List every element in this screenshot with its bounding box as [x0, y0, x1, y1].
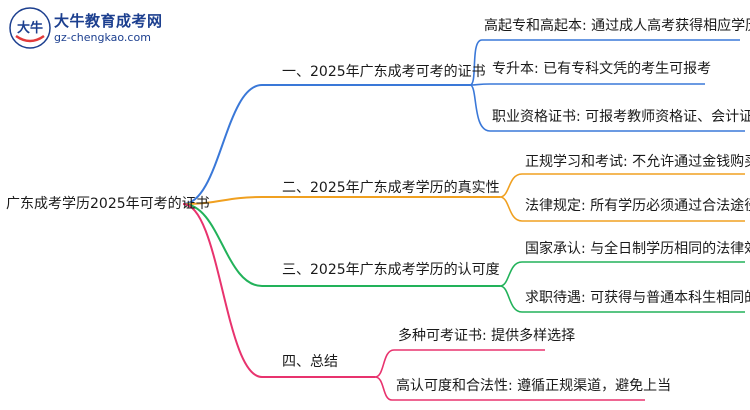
- connector-branch-1: [182, 84, 470, 205]
- logo-mark-text: 大牛: [17, 20, 43, 36]
- leaf-4-2: 高认可度和合法性: 遵循正规渠道，避免上当: [396, 378, 672, 394]
- connector-leaf-3-2: [499, 285, 745, 313]
- leaf-2-2: 法律规定: 所有学历必须通过合法途径获得: [525, 198, 750, 214]
- leaf-4-1: 多种可考证书: 提供多样选择: [398, 328, 576, 344]
- connector-branch-2: [182, 196, 500, 205]
- leaf-2-1: 正规学习和考试: 不允许通过金钱购买学历: [525, 154, 750, 170]
- leaf-1-3: 职业资格证书: 可报考教师资格证、会计证等: [492, 109, 750, 125]
- connector-leaf-2-2: [499, 196, 745, 222]
- branch-4-label: 四、总结: [282, 354, 338, 370]
- connector-leaf-1-3: [469, 84, 745, 132]
- logo-mark-icon: 大牛: [9, 7, 51, 49]
- branch-2-label: 二、2025年广东成考学历的真实性: [282, 180, 500, 196]
- leaf-1-1: 高起专和高起本: 通过成人高考获得相应学历: [484, 18, 750, 34]
- connector-leaf-4-1: [374, 349, 545, 378]
- connector-leaf-4-2: [374, 376, 645, 401]
- connector-leaf-1-2: [469, 83, 705, 86]
- connector-branch-3: [182, 203, 500, 287]
- branch-1-label: 一、2025年广东成考可考的证书: [282, 64, 486, 80]
- leaf-3-2: 求职待遇: 可获得与普通本科生相同的待遇: [525, 290, 750, 306]
- logo-title: 大牛教育成考网: [54, 12, 163, 30]
- connector-leaf-1-1: [469, 39, 740, 86]
- connector-leaf-3-1: [499, 261, 745, 287]
- connector-branch-4: [182, 203, 375, 378]
- connector-leaf-2-1: [499, 173, 745, 198]
- mindmap-root: 广东成考学历2025年可考的证书: [6, 196, 210, 212]
- logo-url: gz-chengkao.com: [54, 31, 151, 44]
- branch-3-label: 三、2025年广东成考学历的认可度: [282, 262, 500, 278]
- site-logo[interactable]: 大牛 大牛教育成考网 gz-chengkao.com: [8, 6, 168, 50]
- leaf-3-1: 国家承认: 与全日制学历相同的法律效力: [525, 241, 750, 257]
- leaf-1-2: 专升本: 已有专科文凭的考生可报考: [492, 61, 712, 77]
